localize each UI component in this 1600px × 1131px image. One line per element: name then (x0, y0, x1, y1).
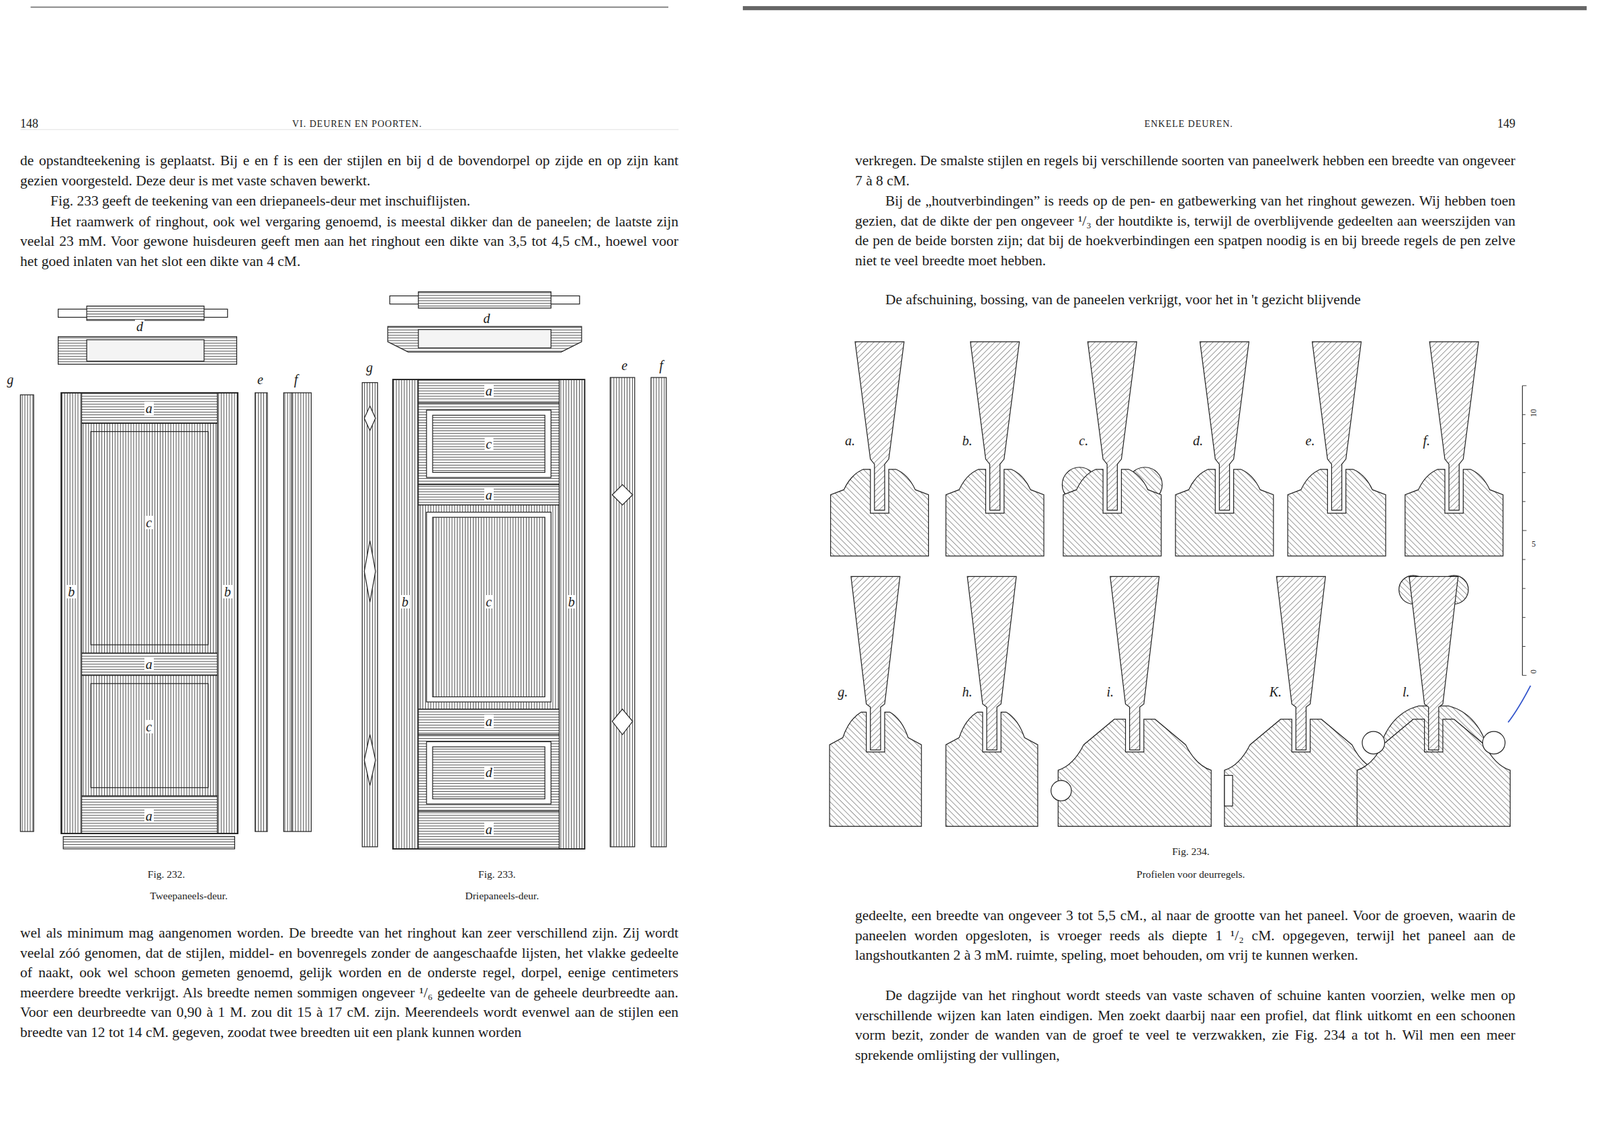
part-letter: b (66, 585, 76, 599)
body-paragraph: De afschuining, bossing, van de paneelen… (855, 290, 1516, 311)
figure-caption: Profielen voor deurregels. (1136, 868, 1245, 881)
engravings (20, 6, 1587, 850)
part-letter: d (135, 319, 145, 334)
part-letter: f (292, 372, 300, 387)
body-paragraph: wel als minimum mag aangenomen worden. D… (20, 923, 679, 1044)
part-letter: a (484, 822, 494, 837)
page-number: 149 (1497, 116, 1516, 131)
part-letter: l. (1401, 685, 1412, 699)
part-letter: c (144, 720, 154, 734)
part-letter: e (255, 372, 265, 387)
body-paragraph: Bij de „houtverbindingen” is reeds op de… (855, 191, 1516, 271)
part-letter: g. (836, 685, 850, 699)
body-paragraph: de opstandteekening is geplaatst. Bij e … (20, 151, 679, 191)
figure-caption: Driepaneels-deur. (465, 890, 540, 903)
running-header: VI. DEUREN EN POORTEN. (292, 118, 422, 130)
door-drawing (362, 291, 667, 849)
part-letter: a (484, 384, 494, 398)
body-paragraph: verkregen. De smalste stijlen en regels … (855, 151, 1516, 191)
part-letter: h. (961, 685, 974, 699)
part-letter: b. (961, 433, 974, 448)
part-letter: f (658, 358, 665, 373)
body-paragraph: Fig. 233 geeft de teekening van een drie… (20, 191, 679, 212)
part-letter: a (144, 401, 154, 416)
scan-edge (742, 6, 1587, 11)
part-letter: f. (1421, 433, 1432, 448)
scan-edge (30, 6, 669, 9)
part-letter: g (5, 372, 15, 387)
scale-number: 0 (1528, 669, 1539, 675)
header-rule (20, 128, 679, 130)
page-number: 148 (20, 116, 39, 131)
running-header: ENKELE DEUREN. (1144, 118, 1234, 130)
part-letter: i. (1104, 685, 1116, 699)
body-paragraph: Het raamwerk of ringhout, ook wel vergar… (20, 212, 679, 273)
part-letter: b (223, 585, 233, 599)
profile-sections (829, 341, 1531, 827)
part-letter: c. (1077, 433, 1090, 448)
figure-caption: Fig. 234. (1172, 845, 1210, 858)
part-letter: d (482, 311, 492, 326)
part-letter: e (619, 358, 629, 373)
part-letter: d. (1191, 433, 1205, 448)
part-letter: a (144, 809, 154, 823)
scale-number: 5 (1530, 538, 1537, 549)
part-letter: a (484, 714, 494, 729)
part-letter: K. (1268, 685, 1283, 699)
figure-caption: Fig. 233. (478, 868, 516, 881)
scale-number: 10 (1528, 408, 1539, 418)
part-letter: b (566, 595, 577, 609)
figure-caption: Tweepaneels-deur. (149, 890, 228, 903)
part-letter: c (484, 595, 494, 609)
part-letter: b (400, 595, 410, 609)
body-paragraph: gedeelte, een breedte van ongeveer 3 tot… (855, 906, 1516, 966)
part-letter: c (144, 515, 154, 530)
body-paragraph: De dagzijde van het ringhout wordt steed… (855, 986, 1516, 1066)
figure-caption: Fig. 232. (147, 868, 186, 881)
part-letter: a. (843, 433, 857, 448)
pen-mark (1507, 685, 1531, 723)
part-letter: d (484, 765, 494, 780)
part-letter: e. (1304, 433, 1317, 448)
door-drawing (20, 306, 311, 850)
part-letter: c (484, 437, 494, 451)
part-letter: a (484, 488, 494, 502)
part-letter: g (364, 360, 375, 375)
part-letter: a (144, 657, 154, 672)
